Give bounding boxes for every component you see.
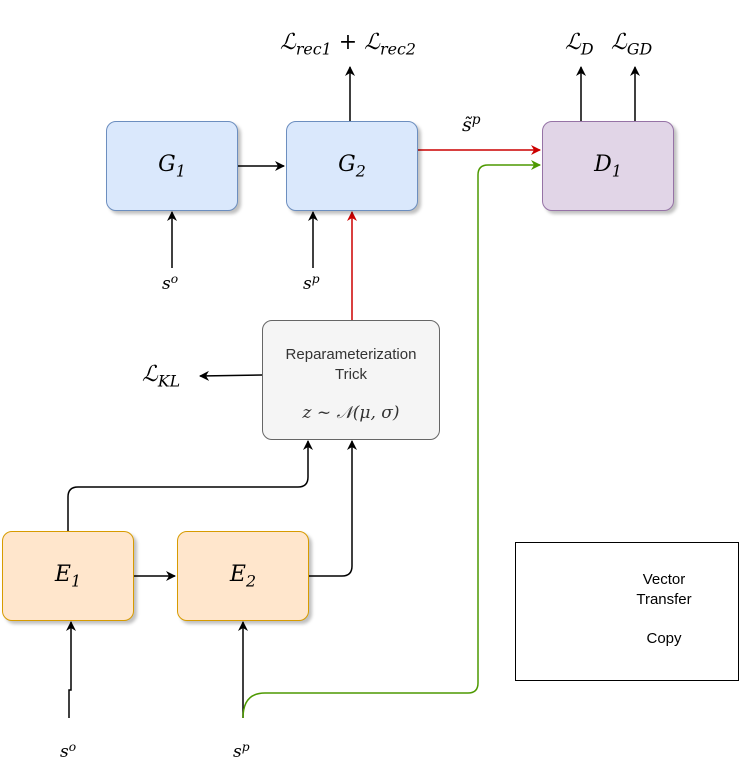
g1-node: G1 bbox=[106, 121, 238, 211]
g2-node: G2 bbox=[286, 121, 418, 211]
s-tilde-p-label: s̃p bbox=[462, 112, 481, 136]
g2-input-label: sp bbox=[303, 272, 320, 295]
g1-input-label: so bbox=[162, 272, 179, 295]
e1-node: E1 bbox=[2, 531, 134, 621]
e2-input-label: sp bbox=[233, 740, 250, 763]
edge-so-to-e1 bbox=[66, 621, 76, 718]
g1-label: G1 bbox=[158, 151, 186, 181]
reparameterization-title: Reparameterization Trick bbox=[285, 346, 417, 383]
reparameterization-formula: z ~ 𝒩(μ, σ) bbox=[302, 403, 400, 423]
e1-input-label: so bbox=[60, 740, 77, 763]
kl-loss-label: ℒKL bbox=[142, 362, 181, 391]
legend-vector-transfer-label: Vector Transfer bbox=[636, 571, 692, 608]
edge-sp-to-d1 bbox=[242, 160, 541, 719]
legend-copy-label: Copy bbox=[646, 630, 682, 647]
d1-node: D1 bbox=[542, 121, 674, 211]
d1-label: D1 bbox=[594, 151, 622, 181]
edge-reparam-to-kl bbox=[199, 370, 263, 381]
e2-node: E2 bbox=[177, 531, 309, 621]
edge-e2-to-reparam bbox=[309, 440, 357, 577]
gd-loss-label: ℒGD bbox=[611, 30, 653, 59]
e2-label: E2 bbox=[229, 561, 257, 591]
legend-box: Vector Transfer Copy bbox=[515, 542, 739, 681]
reparameterization-node: Reparameterization Trick z ~ 𝒩(μ, σ) bbox=[262, 320, 440, 440]
edge-e1-to-reparam bbox=[67, 440, 313, 531]
rec-loss-label: ℒrec1 + ℒrec2 bbox=[280, 30, 416, 59]
e1-label: E1 bbox=[54, 561, 82, 591]
g2-label: G2 bbox=[338, 151, 366, 181]
d-loss-label: ℒD bbox=[565, 30, 594, 59]
